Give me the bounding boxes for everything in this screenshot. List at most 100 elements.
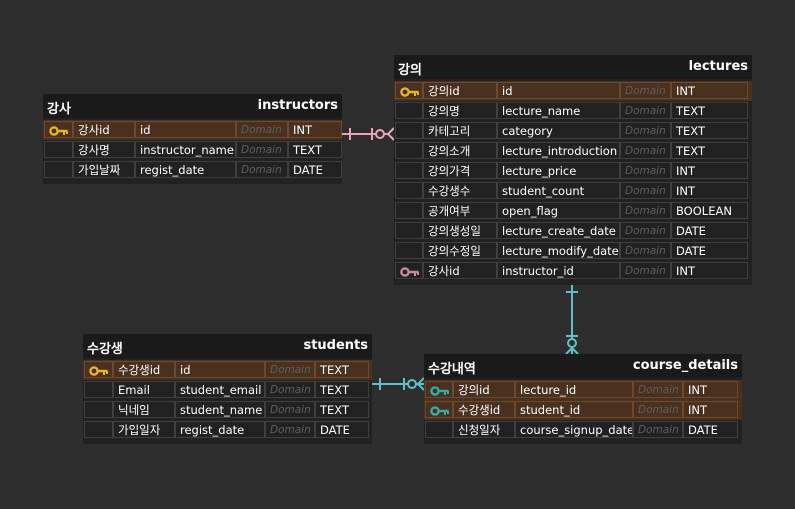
data-type-cell: TEXT bbox=[315, 401, 369, 418]
table-header[interactable]: 강사 instructors bbox=[43, 94, 342, 118]
domain-cell: Domain bbox=[620, 182, 671, 199]
table-physical-name: instructors bbox=[257, 98, 338, 113]
table-logical-name: 수강내역 bbox=[428, 362, 476, 377]
data-type-cell: DATE bbox=[315, 421, 369, 438]
physical-name-cell: id bbox=[497, 82, 620, 99]
data-type-cell: INT bbox=[671, 162, 748, 179]
relation-instructors-lectures bbox=[342, 127, 395, 141]
data-type-cell: INT bbox=[683, 401, 738, 418]
table-logical-name: 강의 bbox=[398, 63, 422, 78]
logical-name-cell: Email bbox=[113, 381, 175, 398]
domain-cell: Domain bbox=[620, 142, 671, 159]
domain-cell: Domain bbox=[633, 381, 683, 398]
data-type-cell: TEXT bbox=[315, 381, 369, 398]
data-type-cell: DATE bbox=[671, 242, 748, 259]
logical-name-cell: 닉네임 bbox=[113, 401, 175, 418]
logical-name-cell: 신청일자 bbox=[453, 421, 515, 438]
key-cell bbox=[395, 82, 423, 99]
physical-name-cell: open_flag bbox=[497, 202, 620, 219]
logical-name-cell: 강사id bbox=[73, 121, 135, 138]
data-type-cell: TEXT bbox=[671, 122, 748, 139]
table-header[interactable]: 수강내역 course_details bbox=[424, 354, 742, 378]
key-cell bbox=[395, 162, 423, 179]
table-physical-name: course_details bbox=[632, 358, 738, 373]
relation-lectures-course-details bbox=[565, 284, 579, 355]
table-physical-name: lectures bbox=[688, 59, 748, 74]
primary-key-icon bbox=[49, 125, 69, 137]
data-type-cell: TEXT bbox=[671, 102, 748, 119]
physical-name-cell: regist_date bbox=[135, 161, 236, 178]
domain-cell: Domain bbox=[620, 222, 671, 239]
physical-name-cell: student_name bbox=[175, 401, 265, 418]
physical-name-cell: instructor_name bbox=[135, 141, 236, 158]
table-header[interactable]: 강의 lectures bbox=[394, 55, 752, 79]
physical-name-cell: lecture_create_date bbox=[497, 222, 620, 239]
physical-name-cell: lecture_introduction bbox=[497, 142, 620, 159]
physical-name-cell: student_email bbox=[175, 381, 265, 398]
logical-name-cell: 강의명 bbox=[423, 102, 497, 119]
relation-students-course-details bbox=[372, 377, 425, 391]
key-cell bbox=[84, 381, 113, 398]
data-type-cell: TEXT bbox=[315, 361, 369, 378]
primary-key-icon bbox=[400, 86, 420, 98]
table-logical-name: 강사 bbox=[47, 102, 71, 117]
key-cell bbox=[395, 102, 423, 119]
physical-name-cell: id bbox=[175, 361, 265, 378]
domain-cell: Domain bbox=[236, 121, 288, 138]
logical-name-cell: 강의id bbox=[423, 82, 497, 99]
primary-key-icon bbox=[89, 365, 109, 377]
primary-foreign-key-icon bbox=[430, 385, 450, 397]
logical-name-cell: 강사id bbox=[423, 262, 497, 279]
logical-name-cell: 수강생수 bbox=[423, 182, 497, 199]
key-cell bbox=[395, 142, 423, 159]
domain-cell: Domain bbox=[265, 421, 315, 438]
key-cell bbox=[395, 122, 423, 139]
physical-name-cell: student_count bbox=[497, 182, 620, 199]
domain-cell: Domain bbox=[620, 162, 671, 179]
key-cell bbox=[395, 182, 423, 199]
key-cell bbox=[84, 401, 113, 418]
domain-cell: Domain bbox=[265, 401, 315, 418]
table-header[interactable]: 수강생 students bbox=[83, 334, 372, 358]
key-cell bbox=[44, 121, 73, 138]
data-type-cell: TEXT bbox=[671, 142, 748, 159]
data-type-cell: INT bbox=[671, 262, 748, 279]
data-type-cell: DATE bbox=[288, 161, 342, 178]
logical-name-cell: 수강생id bbox=[453, 401, 515, 418]
logical-name-cell: 카테고리 bbox=[423, 122, 497, 139]
data-type-cell: BOOLEAN bbox=[671, 202, 748, 219]
data-type-cell: TEXT bbox=[288, 141, 342, 158]
physical-name-cell: category bbox=[497, 122, 620, 139]
key-cell bbox=[395, 222, 423, 239]
domain-cell: Domain bbox=[265, 381, 315, 398]
key-cell bbox=[84, 361, 113, 378]
